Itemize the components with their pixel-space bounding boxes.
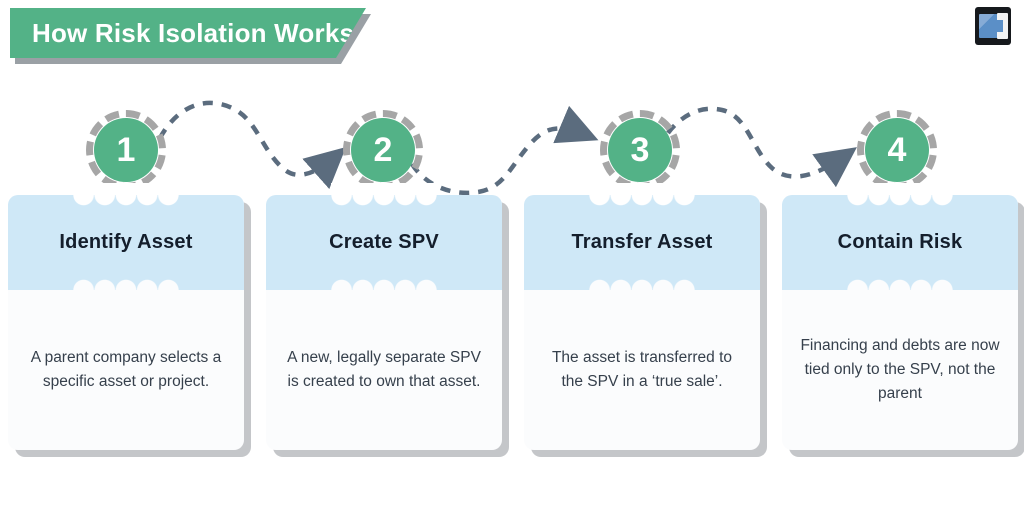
step-2-card-body: A new, legally separate SPV is created t…: [266, 279, 502, 450]
step-2-card-header: Create SPV: [266, 195, 502, 290]
step-3-card-header: Transfer Asset: [524, 195, 760, 290]
connector-arrow-3: [666, 106, 857, 188]
torn-paper-tape: [589, 183, 695, 206]
step-1-title: Identify Asset: [59, 231, 193, 253]
step-4-title: Contain Risk: [837, 231, 963, 253]
step-3-card-body: The asset is transferred to the SPV in a…: [524, 279, 760, 450]
step-2-title: Create SPV: [329, 231, 439, 253]
step-3-number: 3: [630, 130, 650, 169]
company-logo-icon: [975, 7, 1011, 45]
torn-paper-tape: [73, 183, 179, 206]
step-4-card-body: Financing and debts are now tied only to…: [782, 279, 1018, 450]
torn-paper-edge: [847, 279, 953, 290]
torn-paper-edge: [73, 279, 179, 290]
step-1-description: A parent company selects a specific asse…: [30, 348, 222, 390]
step-3-badge: 3: [608, 118, 672, 182]
step-3-description: The asset is transferred to the SPV in a…: [551, 348, 733, 390]
title-banner: How Risk Isolation Works: [10, 8, 366, 58]
step-1-card: Identify Asset A parent company selects …: [8, 183, 244, 450]
step-4-badge: 4: [865, 118, 929, 182]
step-2-description: A new, legally separate SPV is created t…: [287, 348, 481, 390]
connector-arrow-1: [158, 100, 347, 190]
step-2-card: Create SPV A new, legally separate SPV i…: [266, 183, 502, 450]
step-3-card: Transfer Asset The asset is transferred …: [524, 183, 760, 450]
step-1-card-header: Identify Asset: [8, 195, 244, 290]
step-1-number: 1: [116, 130, 136, 169]
step-4-card: Contain Risk Financing and debts are now…: [782, 183, 1018, 450]
step-4-card-header: Contain Risk: [782, 195, 1018, 290]
page-title: How Risk Isolation Works: [32, 17, 355, 48]
step-4-description: Financing and debts are now tied only to…: [800, 336, 1000, 402]
torn-paper-tape: [847, 183, 953, 206]
connector-arrow-2: [410, 105, 599, 196]
logo-bracket-shape: [997, 13, 1008, 39]
step-2-badge: 2: [351, 118, 415, 182]
step-1-card-body: A parent company selects a specific asse…: [8, 279, 244, 450]
torn-paper-edge: [331, 279, 437, 290]
torn-paper-edge: [589, 279, 695, 290]
logo-envelope-shape: [979, 14, 1000, 38]
step-3-title: Transfer Asset: [571, 231, 713, 253]
torn-paper-tape: [331, 183, 437, 206]
step-2-number: 2: [373, 130, 393, 169]
step-4-number: 4: [887, 130, 907, 169]
step-1-badge: 1: [94, 118, 158, 182]
